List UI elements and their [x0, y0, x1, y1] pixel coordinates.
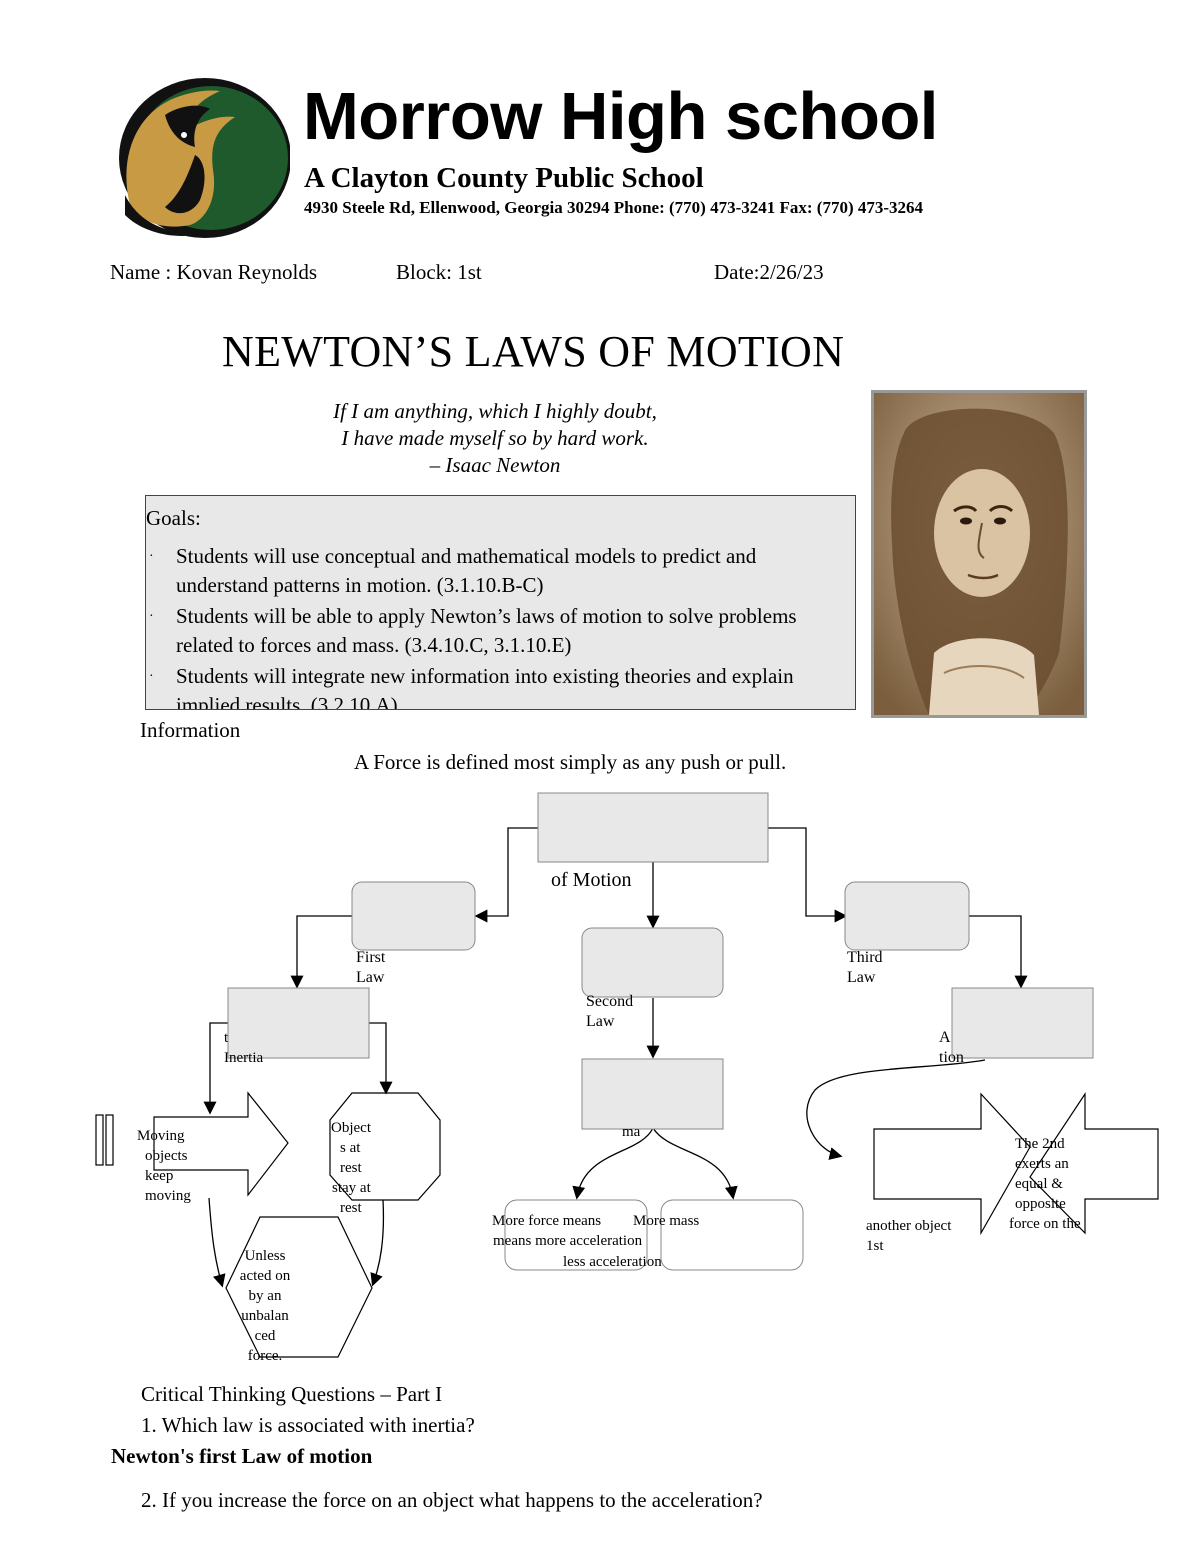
- label-line: First: [356, 949, 386, 966]
- quote-line-1: If I am anything, which I highly doubt,: [333, 399, 657, 423]
- goals-heading: Goals:: [146, 506, 201, 530]
- rail-shape: [105, 1114, 114, 1166]
- answer-1[interactable]: Newton's first Law of motion: [111, 1444, 373, 1468]
- label-line: The 2nd: [1015, 1136, 1065, 1152]
- label-line: More force means: [492, 1213, 602, 1229]
- quote-author: – Isaac Newton: [429, 453, 561, 477]
- inertia-fragment: t Inertia: [224, 1028, 263, 1068]
- school-logo: [119, 78, 290, 238]
- label-line: rest: [340, 1160, 362, 1176]
- of-motion-label: of Motion: [551, 869, 632, 891]
- second-exerts-text: The 2nd exerts an equal & opposite force…: [1009, 1134, 1081, 1234]
- bullet-icon: ·: [149, 669, 154, 684]
- action-box: [951, 987, 1094, 1059]
- goal-item: · Students will be able to apply Newton’…: [149, 602, 841, 660]
- label-line: More mass: [633, 1213, 700, 1229]
- label-line: rest: [340, 1200, 362, 1216]
- school-address: 4930 Steele Rd, Ellenwood, Georgia 30294…: [304, 198, 924, 217]
- label-line: tion: [939, 1049, 964, 1066]
- label-line: force on the: [1009, 1216, 1081, 1232]
- rail-shape: [95, 1114, 104, 1166]
- goal-text: Students will integrate new information …: [176, 664, 794, 710]
- label-line: Law: [586, 1013, 615, 1030]
- second-law-box: [581, 927, 724, 998]
- label-line: Third: [847, 949, 883, 966]
- label-line: Moving: [137, 1128, 185, 1144]
- moving-objects-text: Moving objects keep moving: [137, 1126, 191, 1206]
- label-line: Unless: [244, 1248, 286, 1264]
- laws-box: [537, 792, 769, 863]
- label-line: Second: [586, 993, 634, 1010]
- label-line: Object: [331, 1120, 371, 1136]
- newton-portrait: [871, 390, 1087, 718]
- third-law-box: [844, 881, 970, 951]
- third-law-label: Third Law: [847, 948, 883, 988]
- label-line: s at: [340, 1140, 361, 1156]
- school-subtitle: A Clayton County Public School: [304, 162, 704, 194]
- bullet-icon: ·: [149, 549, 154, 564]
- label-line: another object: [866, 1218, 952, 1234]
- action-fragment: A tion: [939, 1028, 964, 1068]
- label-line: Law: [847, 969, 876, 986]
- force-definition: A Force is defined most simply as any pu…: [354, 750, 787, 774]
- label-line: A: [939, 1029, 951, 1046]
- object-at-rest-text: Object s at rest stay at rest: [331, 1118, 371, 1218]
- label-line: acted on: [239, 1268, 291, 1284]
- label-line: Inertia: [224, 1050, 264, 1066]
- more-force-box: [504, 1199, 648, 1271]
- first-law-label: First Law: [356, 948, 385, 988]
- label-line: moving: [145, 1188, 191, 1204]
- question-1: 1. Which law is associated with inertia?: [141, 1413, 475, 1437]
- student-date: Date:2/26/23: [714, 260, 824, 284]
- another-object-text: another object 1st: [866, 1216, 951, 1256]
- connector-lines: [203, 827, 1028, 1288]
- octagon-shape: [329, 1092, 441, 1201]
- bullet-icon: ·: [149, 609, 154, 624]
- unless-acted-text: Unless acted on by an unbalan ced force.: [226, 1246, 304, 1366]
- question-2: 2. If you increase the force on an objec…: [141, 1488, 763, 1512]
- more-mass-box: [660, 1199, 804, 1271]
- more-mass-text: More mass less acceleration: [563, 1211, 700, 1272]
- label-line: opposite: [1015, 1196, 1066, 1212]
- quote-line-2: I have made myself so by hard work.: [341, 426, 649, 450]
- label-line: stay at: [332, 1180, 371, 1196]
- label-line: t: [224, 1030, 229, 1046]
- inertia-box: [227, 987, 370, 1059]
- label-line: means more acceleration: [493, 1233, 643, 1249]
- action-arrow-shape: [873, 1092, 1031, 1236]
- label-line: keep: [145, 1168, 174, 1184]
- information-label: Information: [140, 718, 241, 742]
- second-law-label: Second Law: [586, 992, 633, 1032]
- label-line: by an: [248, 1288, 282, 1304]
- right-arrow-shape: [153, 1091, 289, 1197]
- label-line: equal &: [1015, 1176, 1063, 1192]
- page-title: NEWTON’S LAWS OF MOTION: [222, 327, 845, 376]
- hexagon-shape: [225, 1216, 373, 1358]
- goals-box: Goals: · Students will use conceptual an…: [145, 495, 856, 710]
- goal-item: · Students will use conceptual and mathe…: [149, 542, 841, 600]
- goal-item: · Students will integrate new informatio…: [149, 662, 841, 710]
- goal-text: Students will use conceptual and mathema…: [176, 544, 757, 597]
- formula-fragment: ma: [622, 1124, 641, 1140]
- student-block: Block: 1st: [396, 260, 482, 284]
- student-name: Name : Kovan Reynolds: [110, 260, 318, 284]
- label-line: objects: [145, 1148, 188, 1164]
- label-line: force.: [247, 1348, 283, 1364]
- label-line: exerts an: [1015, 1156, 1069, 1172]
- more-force-text: More force means means more acceleration: [492, 1211, 642, 1251]
- questions-heading: Critical Thinking Questions – Part I: [141, 1382, 443, 1406]
- school-name: Morrow High school: [303, 79, 938, 154]
- label-line: 1st: [866, 1238, 884, 1254]
- label-line: Law: [356, 969, 385, 986]
- label-line: ced: [254, 1328, 276, 1344]
- label-line: unbalan: [241, 1308, 289, 1324]
- first-law-box: [351, 881, 476, 951]
- formula-box: [581, 1058, 724, 1130]
- label-line: less acceleration: [563, 1254, 662, 1270]
- laws-concept-map: [95, 792, 1159, 1358]
- goal-text: Students will be able to apply Newton’s …: [176, 604, 797, 657]
- reaction-arrow-shape: [1029, 1092, 1159, 1235]
